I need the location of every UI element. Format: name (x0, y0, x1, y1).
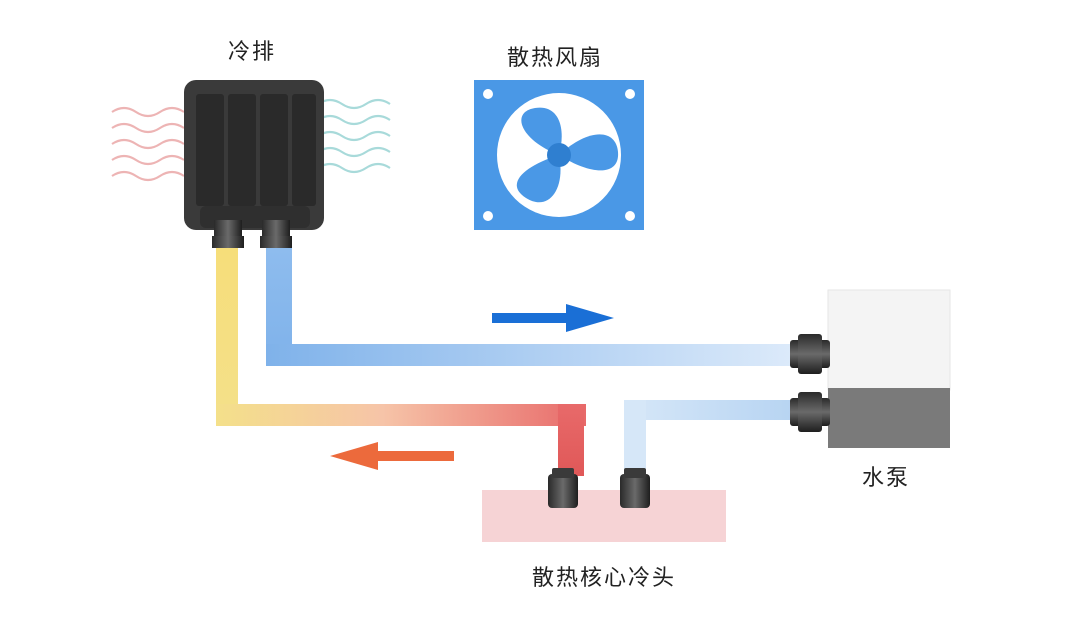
cold-head-label: 散热核心冷头 (532, 566, 677, 591)
pump-to-head-pipe (624, 400, 794, 476)
cold-head-icon (482, 468, 726, 542)
hot-air-waves (111, 106, 185, 182)
arrow-left-icon (330, 442, 454, 470)
arrow-right-icon (492, 304, 614, 332)
cold-pipe (266, 248, 792, 366)
pump-icon (790, 289, 951, 448)
hot-pipe (216, 248, 586, 476)
radiator-label: 冷排 (228, 40, 277, 65)
fan-label: 散热风扇 (507, 46, 604, 71)
fan-icon (474, 80, 644, 230)
cool-air-waves (317, 98, 391, 174)
radiator-icon (184, 80, 324, 248)
pump-label: 水泵 (862, 466, 911, 491)
